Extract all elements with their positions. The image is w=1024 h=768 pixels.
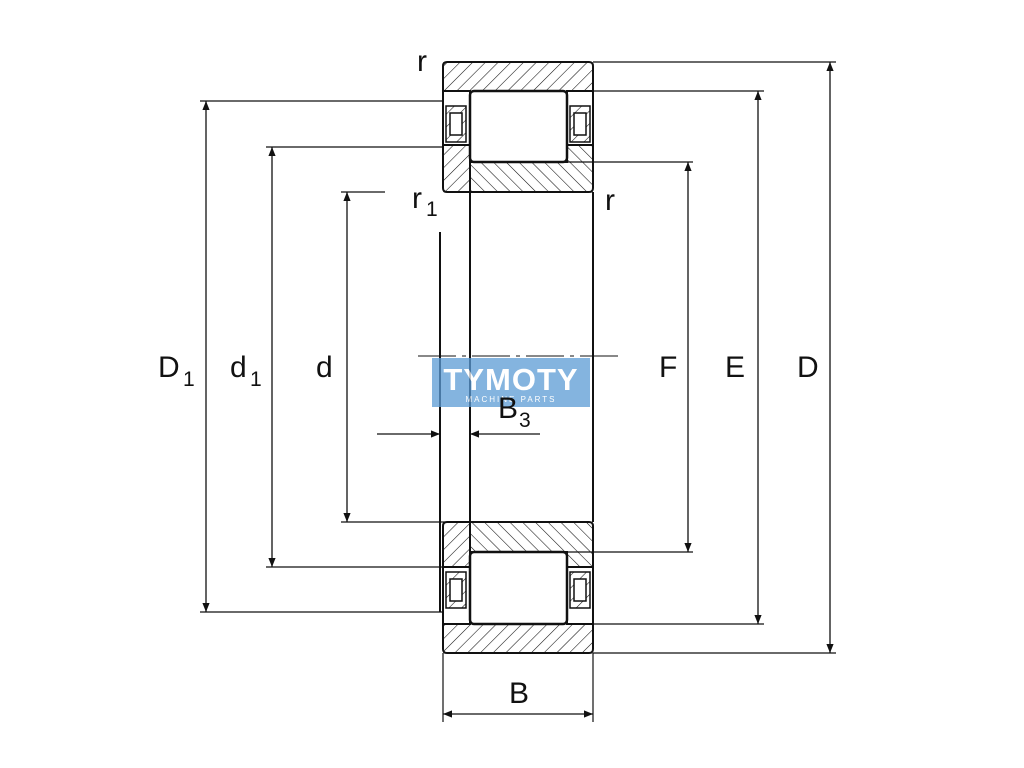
inner-ring-top <box>469 144 594 193</box>
label-d1-sub: 1 <box>250 368 262 391</box>
dimension-lines <box>202 62 834 718</box>
roller-top <box>468 89 569 164</box>
watermark-logo: TYMOTY MACHINE PARTS <box>432 358 590 407</box>
label-B3-sub: 3 <box>519 409 531 432</box>
labels: r r 1 r D 1 d 1 d F E D B 3 B <box>158 45 819 710</box>
outer-ring-bottom-left-lip <box>442 521 471 568</box>
label-r1-sub: 1 <box>426 198 438 221</box>
label-B3: B <box>498 392 518 425</box>
label-B: B <box>509 677 529 710</box>
top-section <box>442 61 594 193</box>
outer-ring-top-left-lip <box>442 144 471 193</box>
label-d: d <box>316 351 333 384</box>
label-D: D <box>797 351 819 384</box>
label-E: E <box>725 351 745 384</box>
label-r1: r <box>412 182 422 215</box>
label-F: F <box>659 351 677 384</box>
bottom-section <box>442 521 594 654</box>
extension-lines <box>200 61 836 722</box>
roller-bottom <box>468 550 569 626</box>
label-r-top: r <box>417 45 427 78</box>
label-D1-sub: 1 <box>183 368 195 391</box>
watermark-name: TYMOTY <box>443 362 578 397</box>
label-D1: D <box>158 351 180 384</box>
label-d1: d <box>230 351 247 384</box>
watermark-tagline: MACHINE PARTS <box>465 395 556 404</box>
bore-outline <box>439 192 594 612</box>
label-r-right: r <box>605 184 615 217</box>
